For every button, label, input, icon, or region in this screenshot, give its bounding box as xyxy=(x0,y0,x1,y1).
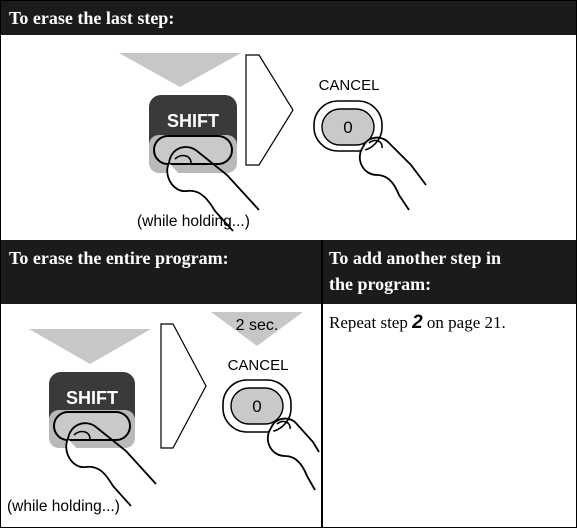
erase-last-caption: (while holding...) xyxy=(137,213,250,230)
press-arrow-icon xyxy=(29,329,151,364)
erase-entire-diagram: SHIFT 2 sec. CANCEL 0 xyxy=(29,312,320,507)
shift-key xyxy=(53,411,131,441)
shift-key xyxy=(153,135,233,165)
erase-last-heading: To erase the last step: xyxy=(9,8,175,28)
press-arrow-icon xyxy=(119,53,241,87)
finger-icon xyxy=(67,422,157,485)
add-step-text-after: on page 21. xyxy=(422,313,506,332)
hold-duration-arrow-icon xyxy=(211,312,303,346)
section-heading-add-step: To add another step in the program: xyxy=(323,240,576,304)
add-step-text-before: Repeat step xyxy=(329,313,413,332)
add-step-heading-line1: To add another step in xyxy=(329,248,502,268)
shift-label: SHIFT xyxy=(167,111,219,131)
add-step-body: Repeat step 2 on page 21. xyxy=(323,304,576,527)
finger-icon-2 xyxy=(270,417,320,453)
section-heading-erase-last: To erase the last step: xyxy=(1,1,576,35)
erase-entire-heading: To erase the entire program: xyxy=(9,248,229,268)
next-chevron-icon xyxy=(245,54,294,166)
section-heading-erase-entire: To erase the entire program: xyxy=(1,240,321,304)
erase-entire-caption: (while holding...) xyxy=(7,498,120,515)
finger-icon-2 xyxy=(362,136,427,186)
erase-entire-illustration: SHIFT 2 sec. CANCEL 0 (while holding...) xyxy=(1,304,321,527)
shift-label: SHIFT xyxy=(66,388,118,408)
finger-icon xyxy=(168,146,260,211)
cancel-label: CANCEL xyxy=(228,357,289,374)
cancel-key-label: 0 xyxy=(343,118,352,137)
cancel-key-label: 0 xyxy=(252,397,261,416)
duration-label: 2 sec. xyxy=(236,317,279,334)
add-step-step-number: 2 xyxy=(412,312,423,333)
erase-last-diagram: SHIFT CANCEL 0 xyxy=(119,53,427,232)
cancel-label: CANCEL xyxy=(319,77,380,94)
column-divider xyxy=(321,240,323,527)
next-chevron-icon xyxy=(160,323,207,449)
erase-last-illustration: SHIFT CANCEL 0 (while holding...) xyxy=(1,35,576,240)
add-step-heading-line2: the program: xyxy=(329,274,432,294)
